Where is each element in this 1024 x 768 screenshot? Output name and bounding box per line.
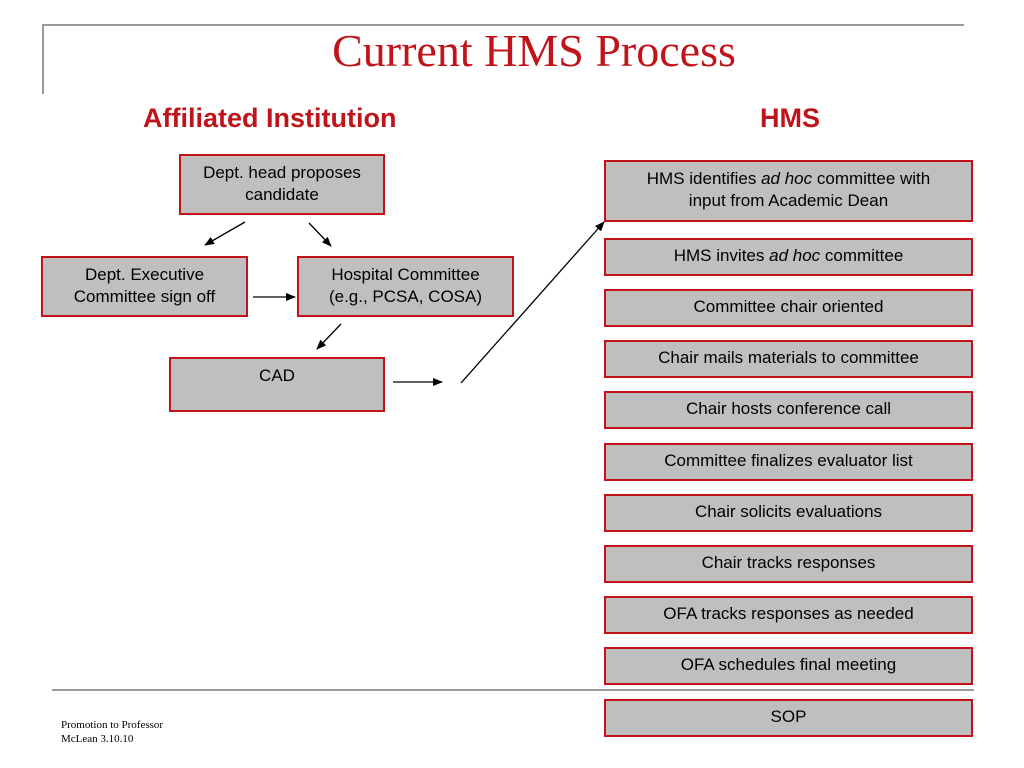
footer-rule [52, 689, 974, 691]
ofa-schedules-box: OFA schedules final meeting [604, 647, 973, 685]
footer-line1: Promotion to Professor [61, 719, 164, 731]
ofa-tracks-box: OFA tracks responses as needed [604, 596, 973, 634]
ofa-schedules-label: OFA schedules final meeting [680, 655, 897, 674]
dept-exec-box: Dept. Executive Committee sign off [41, 256, 248, 317]
chair-tracks-box: Chair tracks responses [604, 545, 973, 583]
conference-call-label: Chair hosts conference call [685, 399, 892, 418]
sop-box: SOP [604, 699, 973, 737]
evaluator-list-label: Committee finalizes evaluator list [664, 451, 913, 470]
dept-exec-line1: Dept. Executive [84, 265, 205, 284]
arrow-to-dept-exec [204, 221, 246, 246]
dept-head-box: Dept. head proposes candidate [179, 154, 385, 215]
arrow-to-cad [316, 323, 342, 350]
hospital-committee-box: Hospital Committee (e.g., PCSA, COSA) [297, 256, 514, 317]
hospital-committee-line2: (e.g., PCSA, COSA) [328, 287, 483, 306]
hospital-committee-line1: Hospital Committee [331, 265, 480, 284]
ad-hoc-emphasis: ad hoc [761, 169, 813, 188]
cad-box: CAD [169, 357, 385, 412]
hms-invites-label: HMS invites ad hoc committee [673, 246, 904, 265]
conference-call-box: Chair hosts conference call [604, 391, 973, 429]
arrow-to-hms [460, 221, 605, 384]
solicits-evaluations-box: Chair solicits evaluations [604, 494, 973, 532]
hms-identifies-line1: HMS identifies ad hoc committee with [646, 169, 931, 188]
footer-line2: McLean 3.10.10 [61, 733, 134, 745]
chair-mails-label: Chair mails materials to committee [658, 348, 919, 367]
hms-heading: HMS [760, 103, 820, 133]
frame-left-rule [42, 24, 44, 94]
chair-mails-box: Chair mails materials to committee [604, 340, 973, 378]
evaluator-list-box: Committee finalizes evaluator list [604, 443, 973, 481]
hms-identifies-box: HMS identifies ad hoc committee with inp… [604, 160, 973, 222]
cad-label: CAD [259, 366, 295, 385]
sop-label: SOP [770, 707, 807, 726]
affiliated-institution-heading: Affiliated Institution [143, 103, 397, 133]
chair-tracks-label: Chair tracks responses [701, 553, 876, 572]
frame-top-rule [42, 24, 964, 26]
solicits-evaluations-label: Chair solicits evaluations [694, 502, 883, 521]
slide-title: Current HMS Process [332, 25, 736, 76]
ad-hoc-emphasis: ad hoc [769, 246, 821, 265]
dept-exec-line2: Committee sign off [73, 287, 216, 306]
ofa-tracks-label: OFA tracks responses as needed [663, 604, 914, 623]
arrow-to-hospital-committee [308, 222, 332, 247]
hms-invites-box: HMS invites ad hoc committee [604, 238, 973, 276]
chair-oriented-box: Committee chair oriented [604, 289, 973, 327]
chair-oriented-label: Committee chair oriented [693, 297, 884, 316]
dept-head-line1: Dept. head proposes [203, 163, 361, 182]
dept-head-line2: candidate [245, 185, 319, 204]
hms-identifies-line2: input from Academic Dean [688, 191, 889, 210]
slide-footer: Promotion to Professor McLean 3.10.10 [61, 718, 163, 746]
